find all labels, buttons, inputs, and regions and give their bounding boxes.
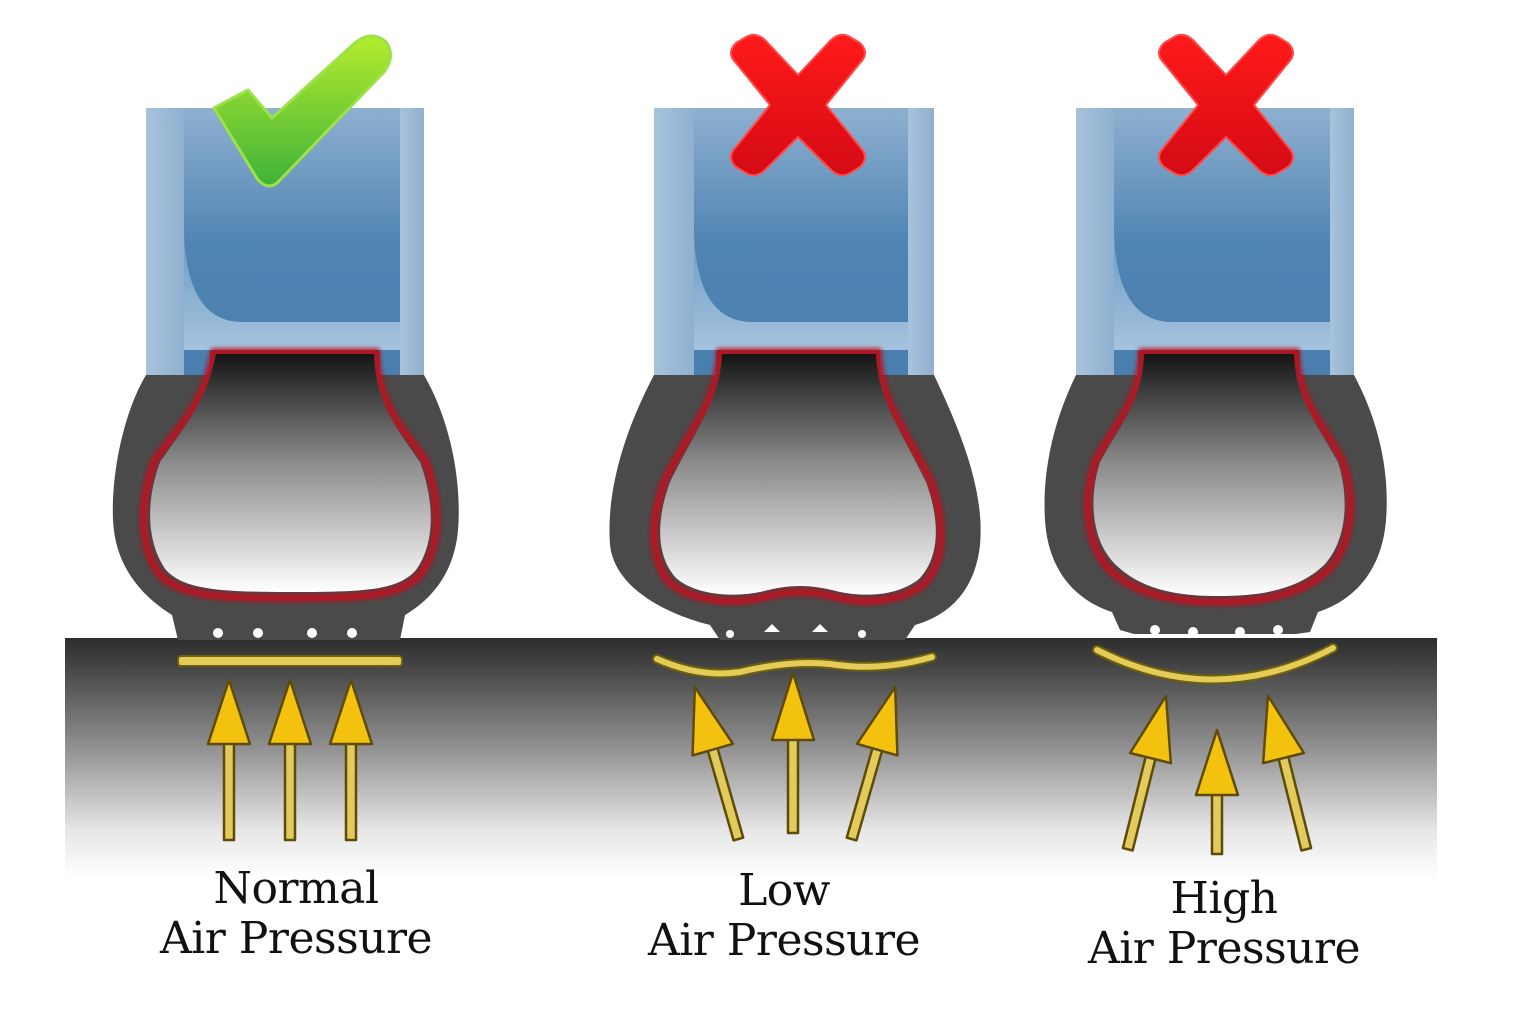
label-line-1: Normal [213,863,379,914]
arrow-up-icon [691,685,745,842]
wheel-rim [654,108,934,380]
check-icon [212,34,392,188]
panel-normal [112,34,459,842]
arrow-up-icon [1261,694,1313,852]
cross-icon [730,33,866,177]
tire-cross-section [1044,348,1387,637]
arrow-up-icon [1194,728,1240,856]
label-line-1: High [1170,873,1278,924]
tire-cross-section [609,348,981,640]
tire-cross-section [112,348,459,640]
arrow-up-icon [328,678,374,842]
panel-low [609,33,981,842]
cross-icon [1158,33,1294,177]
label-line-1: Low [738,865,830,916]
label-normal-air-pressure: Normal Air Pressure [96,864,496,964]
arrow-up-icon [267,678,313,842]
label-line-2: Air Pressure [647,915,921,966]
label-line-2: Air Pressure [159,913,433,964]
wheel-rim [1076,108,1354,380]
arrow-up-icon [1121,694,1173,852]
contact-patch-flat [177,655,403,667]
label-high-air-pressure: High Air Pressure [1024,874,1424,974]
label-low-air-pressure: Low Air Pressure [584,866,984,966]
force-arrows [206,678,374,842]
arrow-up-icon [206,678,252,842]
arrow-up-icon [845,685,899,842]
arrow-up-icon [770,671,816,835]
panel-high [1044,33,1387,856]
force-arrows [691,671,899,842]
label-line-2: Air Pressure [1087,923,1361,974]
force-arrows [1121,694,1313,856]
